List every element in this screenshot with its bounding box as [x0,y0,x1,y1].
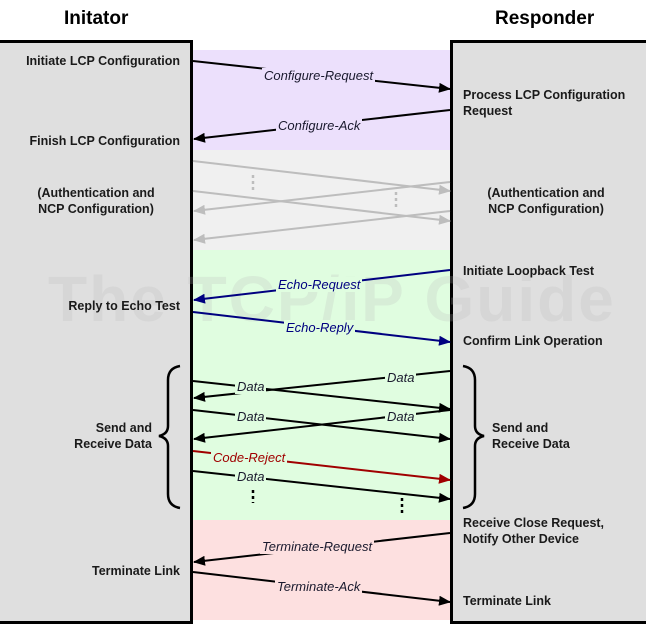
auth-arrow-2 [193,181,451,215]
responder-send-receive-label: Send and Receive Data [492,420,570,452]
initiator-terminate-label: Terminate Link [92,564,180,578]
process-lcp-label: Process LCP Configuration Request [463,87,625,119]
responder-panel [450,40,646,624]
responder-data-brace [462,364,485,510]
responder-auth-line-1: (Authentication and [487,186,605,200]
receive-close-line-1: Receive Close Request, [463,516,605,530]
echo-request-label: Echo-Request [276,277,363,292]
initiate-loopback-label: Initiate Loopback Test [463,264,595,278]
initiator-header: Initator [64,8,129,29]
configure-ack-label: Configure-Ack [276,118,363,133]
initiator-auth-line-2: NCP Configuration) [38,202,154,216]
responder-auth-label: (Authentication and NCP Configuration) [453,185,639,217]
responder-terminate-label: Terminate Link [463,594,551,608]
data-label-3: Data [235,409,267,424]
responder-header: Responder [495,8,595,29]
data-label-1: Data [235,379,267,394]
finish-lcp-label: Finish LCP Configuration [29,134,180,148]
initiator-send-receive-label: Send and Receive Data [0,420,152,452]
initiator-data-brace [158,364,181,510]
initiate-lcp-label: Initiate LCP Configuration [26,54,180,68]
code-reject-label: Code-Reject [211,450,288,465]
reply-echo-label: Reply to Echo Test [68,299,180,313]
receive-close-line-2: Notify Other Device [463,532,580,546]
process-lcp-line-1: Process LCP Configuration [463,88,626,102]
receive-close-label: Receive Close Request, Notify Other Devi… [463,515,604,547]
initiator-send-receive-line-1: Send and [95,421,152,435]
responder-send-receive-line-2: Receive Data [492,437,570,451]
configure-request-label: Configure-Request [262,68,376,83]
initiator-auth-label: (Authentication and NCP Configuration) [0,185,192,217]
process-lcp-line-2: Request [463,104,513,118]
initiator-panel [0,40,193,624]
confirm-link-label: Confirm Link Operation [463,334,603,348]
termination-phase-band [193,520,450,620]
terminate-ack-label: Terminate-Ack [275,579,363,594]
echo-reply-label: Echo-Reply [284,320,356,335]
initiator-send-receive-line-2: Receive Data [74,437,152,451]
data-label-5: Data [235,469,267,484]
auth-arrow-4 [193,210,451,244]
responder-send-receive-line-1: Send and [492,421,549,435]
initiator-auth-line-1: (Authentication and [37,186,155,200]
data-label-2: Data [385,370,417,385]
data-label-4: Data [385,409,417,424]
responder-auth-line-2: NCP Configuration) [488,202,604,216]
terminate-request-label: Terminate-Request [260,539,375,554]
